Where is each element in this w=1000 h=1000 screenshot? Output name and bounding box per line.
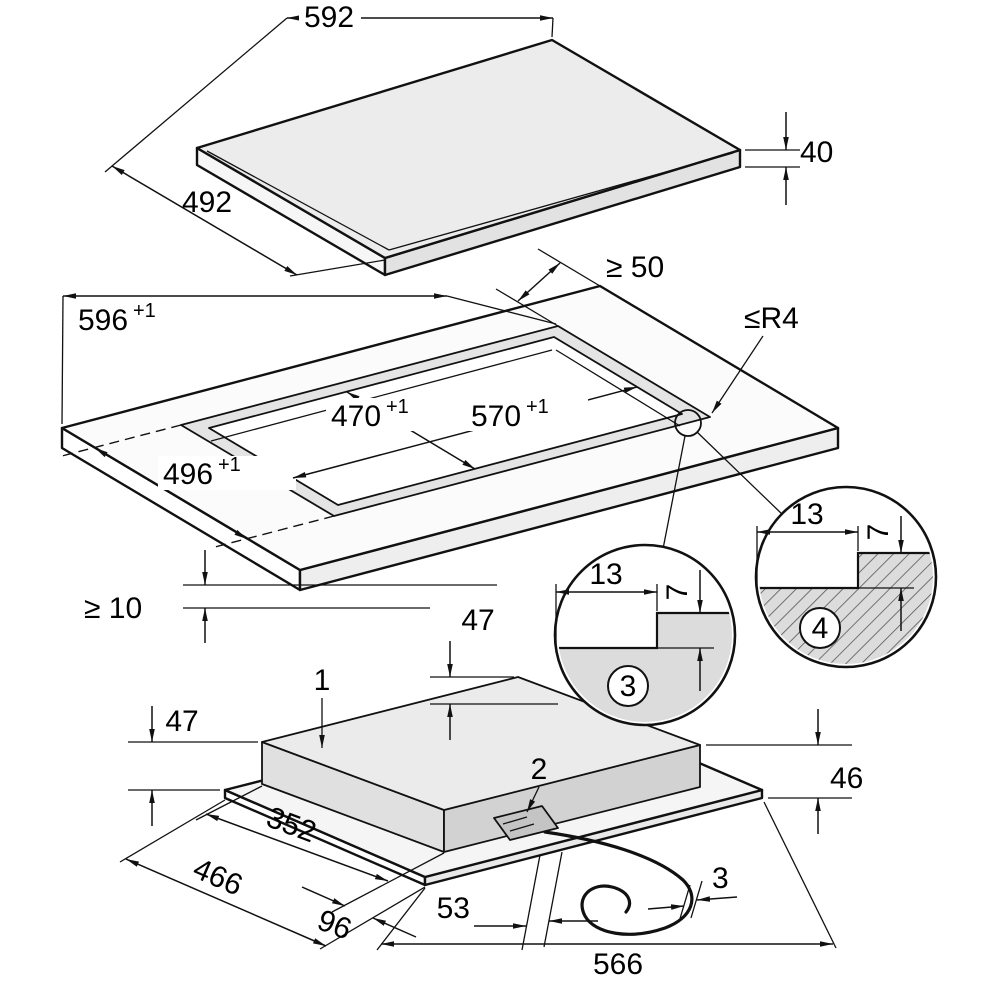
dim-line-total-depth xyxy=(125,858,327,947)
extension-line-dashed xyxy=(61,424,182,457)
dim-line-housing-depth xyxy=(205,813,389,882)
dim-height-rear: 47 xyxy=(461,604,494,637)
dim-rear-clearance: ≥ 50 xyxy=(606,251,664,284)
detail-4-number-circle xyxy=(799,607,841,649)
dim-appliance-width: 566 xyxy=(593,948,643,981)
detail-3-ledge-depth: 7 xyxy=(661,584,694,601)
detail-4-ledge-width: 13 xyxy=(790,498,823,531)
dim-cable-tol: 3 xyxy=(712,862,729,895)
glass-bevel-line xyxy=(388,152,734,251)
detail-4-ledge-depth: 7 xyxy=(862,524,895,541)
extension-line xyxy=(446,295,557,325)
extension-line xyxy=(376,887,426,951)
extension-line xyxy=(551,17,554,38)
mains-box-detail xyxy=(502,816,528,825)
detail-circle-3: 13 7 3 xyxy=(553,543,737,727)
dim-rebate-depth: 496 xyxy=(163,458,213,491)
dim-cooktop-thickness: 40 xyxy=(800,136,833,169)
callout-hob-number: 1 xyxy=(314,664,331,697)
dim-height-right: 46 xyxy=(830,762,863,795)
dim-line-front-offset xyxy=(301,886,346,907)
dim-rebate-depth-tol: +1 xyxy=(218,454,241,476)
dim-line-cable-tol xyxy=(696,896,738,902)
worktop-cutout-view: 596 +1 496 +1 470 +1 570 +1 ≥ 50 ≤R4 ≥ 1… xyxy=(60,248,840,643)
dim-rebate-width-tol: +1 xyxy=(133,300,156,322)
dim-cable-offset: 53 xyxy=(437,892,470,925)
label-mask xyxy=(466,398,588,431)
extension-line xyxy=(119,799,226,863)
extension-line-dashed xyxy=(214,515,335,548)
dim-corner-radius: ≤R4 xyxy=(744,302,799,335)
appliance-bottom-view: 1 2 47 47 46 352 466 96 xyxy=(119,604,863,981)
dim-cooktop-depth: 492 xyxy=(182,186,232,219)
extension-line xyxy=(537,248,601,287)
extension-line xyxy=(104,17,288,173)
detail-4-number: 4 xyxy=(812,612,829,645)
mains-connection-box xyxy=(493,805,559,841)
mains-cable xyxy=(543,830,694,936)
dim-line-cable-tol xyxy=(647,904,685,910)
dim-inner-depth: 470 xyxy=(331,400,381,433)
label-mask xyxy=(158,456,296,490)
dim-line-rear-clearance xyxy=(517,262,561,302)
detail-3-ledge-width: 13 xyxy=(589,558,622,591)
detail-indicator-circle xyxy=(674,409,702,437)
dim-line-rebate-depth xyxy=(94,447,248,540)
callout-mains-number: 2 xyxy=(531,753,548,786)
dim-clearance-below: ≥ 10 xyxy=(84,592,142,625)
extension-line xyxy=(543,851,563,948)
extension-line xyxy=(678,884,691,923)
label-mask xyxy=(299,2,361,32)
dim-cooktop-width: 592 xyxy=(304,1,354,34)
dim-rebate-width: 596 xyxy=(78,304,128,337)
detail-3-section xyxy=(558,613,732,722)
extension-line xyxy=(763,801,837,949)
extension-line xyxy=(331,852,445,913)
mains-box-detail xyxy=(509,823,535,832)
dim-inner-width: 570 xyxy=(471,400,521,433)
extension-line xyxy=(521,854,541,951)
detail-leader-line xyxy=(662,435,686,550)
cooktop-top-view: 592 492 40 xyxy=(104,1,833,277)
cooktop-glass xyxy=(195,38,742,260)
detail-leader-line xyxy=(696,431,785,517)
extension-line xyxy=(61,295,64,425)
housing-box xyxy=(261,676,701,811)
extension-line xyxy=(319,886,426,950)
dim-line-depth xyxy=(111,165,298,276)
dim-height-front: 47 xyxy=(165,705,198,738)
detail-circle-4: 13 7 4 xyxy=(754,485,938,669)
dim-inner-width-tol: +1 xyxy=(526,396,549,418)
dim-inner-depth-tol: +1 xyxy=(386,396,409,418)
callout-mains-leader xyxy=(526,786,540,813)
detail-3-number: 3 xyxy=(620,670,637,703)
extension-line xyxy=(690,880,703,919)
extension-line xyxy=(495,288,559,327)
leader-corner-radius xyxy=(711,335,764,414)
extension-line xyxy=(289,259,386,277)
detail-3-number-circle xyxy=(607,665,649,707)
